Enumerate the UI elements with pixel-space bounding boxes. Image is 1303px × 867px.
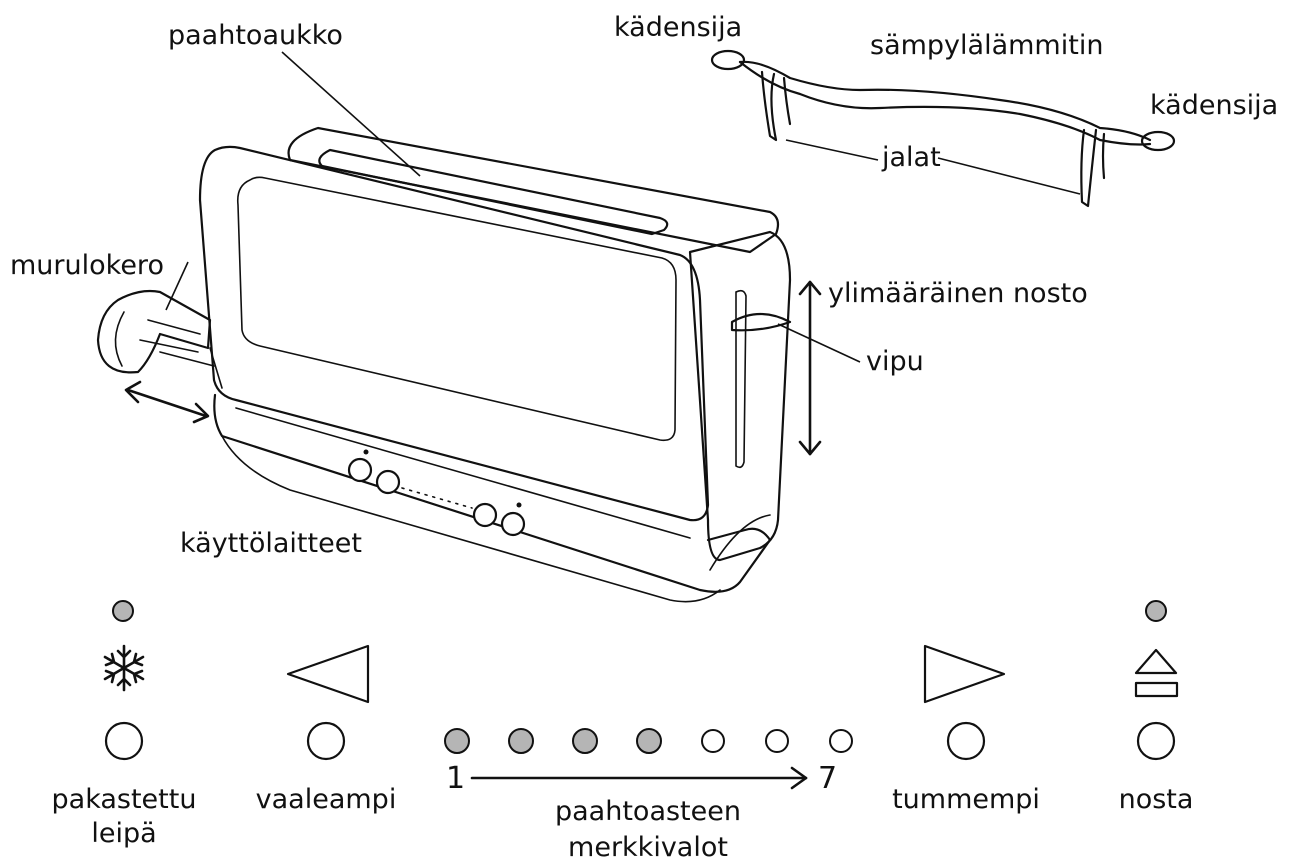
leader-lines: [165, 51, 1081, 363]
lever-shape: [730, 312, 792, 332]
scale-max-label: 7: [818, 761, 837, 796]
toaster-controls: [347, 449, 526, 537]
bun-warmer-illustration: [710, 49, 1176, 208]
label-vaaleampi: vaaleampi: [256, 784, 397, 815]
snowflake-icon: [103, 644, 145, 692]
triangle-right-icon: [923, 644, 1006, 704]
label-leipa: leipä: [91, 818, 156, 849]
toast-level-led: [444, 728, 470, 754]
label-paahtoaukko: paahtoaukko: [168, 20, 343, 51]
label-vipu: vipu: [866, 346, 924, 377]
label-kayttolaitteet: käyttölaitteet: [180, 528, 362, 559]
crumb-tray-double-arrow-icon: [124, 380, 210, 424]
control-panel-legend: pakastettu leipä vaaleampi 1 7 paahtoast…: [52, 600, 1194, 863]
toast-level-led: [572, 728, 598, 754]
toast-level-led: [765, 729, 789, 753]
toast-level-indicators: [444, 728, 853, 754]
toast-slot-shape: [318, 148, 669, 236]
label-nosta: nosta: [1119, 784, 1194, 815]
label-ylimaarainen-nosto: ylimääräinen nosto: [828, 278, 1088, 309]
triangle-left-icon: [286, 644, 370, 704]
scale-arrow-icon: [470, 766, 808, 790]
toaster-illustration: [96, 126, 792, 603]
lift-button[interactable]: [1136, 721, 1176, 761]
darker-button[interactable]: [946, 721, 986, 761]
label-jalat: jalat: [881, 142, 941, 173]
label-kadensija-left: kädensija: [614, 12, 742, 43]
frozen-indicator-light: [112, 600, 134, 622]
toast-level-led: [829, 729, 853, 753]
toast-level-led: [636, 728, 662, 754]
frozen-button[interactable]: [104, 721, 144, 761]
extra-lift-double-arrow-icon: [798, 280, 822, 456]
scale-min-label: 1: [446, 761, 465, 796]
crumb-tray-shape: [96, 289, 223, 389]
eject-icon: [1134, 648, 1179, 698]
toast-level-led: [701, 729, 725, 753]
label-merkkivalot: merkkivalot: [568, 832, 728, 863]
label-tummempi: tummempi: [892, 784, 1040, 815]
label-pakastettu: pakastettu: [52, 784, 197, 815]
label-sampylalammitin: sämpylälämmitin: [870, 30, 1103, 61]
label-murulokero: murulokero: [10, 250, 164, 281]
toast-level-led: [508, 728, 534, 754]
label-kadensija-right: kädensija: [1150, 90, 1278, 121]
lighter-button[interactable]: [306, 721, 346, 761]
lift-indicator-light: [1145, 600, 1167, 622]
label-paahtoasteen: paahtoasteen: [555, 796, 741, 827]
